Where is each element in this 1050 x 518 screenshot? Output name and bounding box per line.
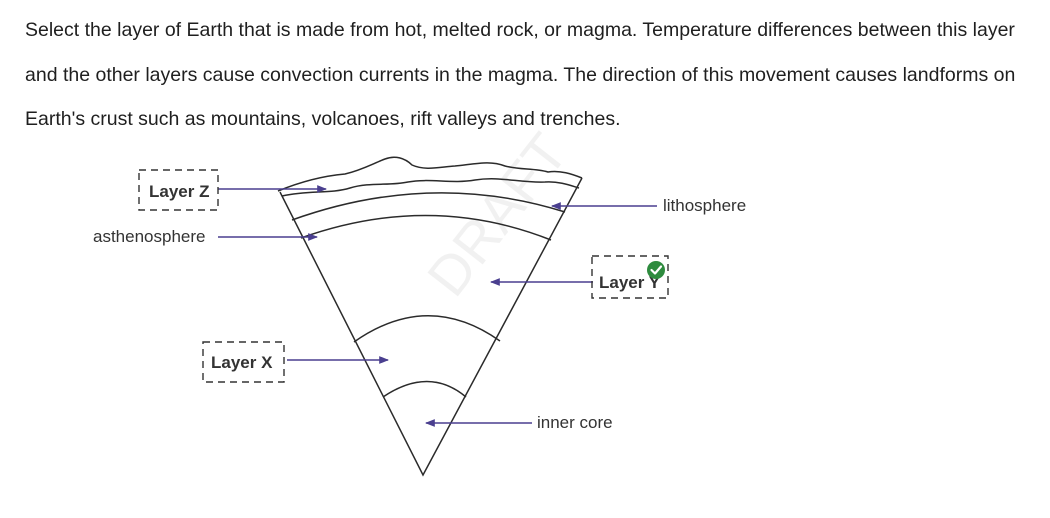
outer-core-boundary: [353, 315, 501, 343]
inner-core-boundary: [382, 380, 467, 398]
asthenosphere-label: asthenosphere: [93, 227, 205, 246]
question-text: Select the layer of Earth that is made f…: [25, 19, 1016, 130]
layer-x-label: Layer X: [211, 353, 273, 372]
draft-watermark: DRAFT: [415, 122, 580, 308]
layer-z-label: Layer Z: [149, 182, 209, 201]
lithosphere-label: lithosphere: [663, 196, 746, 215]
layer-z-drop-zone[interactable]: Layer Z: [138, 169, 219, 211]
earth-wedge-outline: [279, 177, 583, 477]
inner-core-label: inner core: [537, 413, 613, 432]
layer-x-drop-zone[interactable]: Layer X: [202, 341, 285, 383]
crust-surface: [277, 156, 583, 192]
layer-y-label: Layer Y: [599, 273, 661, 292]
asthenosphere-boundary: [300, 214, 552, 241]
check-circle-icon: [647, 261, 665, 279]
lithosphere-boundary: [291, 192, 566, 221]
layer-y-drop-zone[interactable]: Layer Y: [591, 255, 669, 299]
crust-lower-edge: [281, 178, 580, 197]
